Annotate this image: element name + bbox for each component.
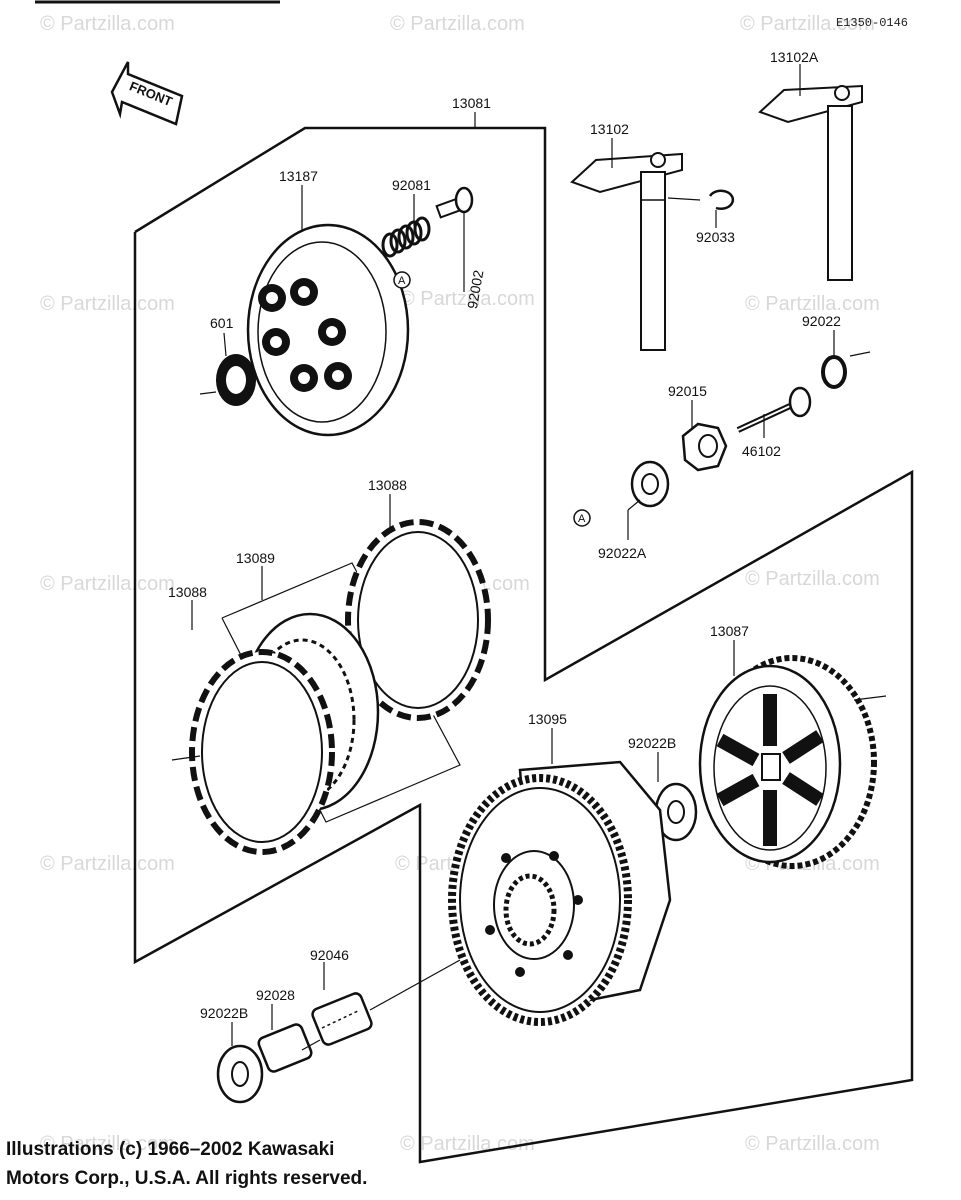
part-label-92022: 92022 <box>802 313 841 329</box>
part-label-92015: 92015 <box>668 383 707 399</box>
part-label-13087: 13087 <box>710 623 749 639</box>
friction-plate <box>189 649 335 855</box>
watermark: © Partzilla.com <box>400 288 535 310</box>
bolt <box>435 186 474 219</box>
leader-lines <box>171 64 887 1051</box>
watermark: © Partzilla.com <box>40 573 175 595</box>
watermark: © Partzilla.com <box>745 1133 880 1155</box>
marker-a-text: A <box>578 513 586 525</box>
part-label-13081: 13081 <box>452 95 491 111</box>
copyright-notice: Illustrations (c) 1966–2002 Kawasaki Mot… <box>6 1135 367 1193</box>
watermark: © Partzilla.com <box>40 13 175 35</box>
reference-marker-a: A <box>573 509 591 527</box>
part-label-92002: 92002 <box>464 269 487 310</box>
friction-plate <box>345 519 491 721</box>
marker-a-text: A <box>398 275 406 287</box>
watermark: © Partzilla.com <box>745 293 880 315</box>
part-label-92022a: 92022A <box>598 545 647 561</box>
circlip <box>708 189 735 211</box>
upper-assembly-outline <box>133 126 914 1164</box>
part-label-13095: 13095 <box>528 711 567 727</box>
part-labels: 13081 13187 92081 92002 601 13102 13102A… <box>168 49 841 1021</box>
sleeve <box>257 1023 313 1073</box>
part-label-13088: 13088 <box>168 584 207 600</box>
release-lever-alt <box>758 84 863 281</box>
diagram-code: E1350-0146 <box>836 16 908 30</box>
nut <box>681 422 728 472</box>
reference-marker-a: A <box>393 271 411 289</box>
part-label-92033: 92033 <box>696 229 735 245</box>
part-label-92028: 92028 <box>256 987 295 1003</box>
watermark: © Partzilla.com <box>740 13 875 35</box>
part-label-92046: 92046 <box>310 947 349 963</box>
bearing <box>216 354 256 406</box>
clutch-spring <box>381 216 431 258</box>
front-arrow-icon: FRONT <box>110 61 184 126</box>
watermark: © Partzilla.com <box>40 1133 175 1155</box>
lock-washer <box>630 460 670 508</box>
release-lever <box>570 152 683 351</box>
part-label-13187: 13187 <box>279 168 318 184</box>
part-label-13088: 13088 <box>368 477 407 493</box>
copyright-line-1: Illustrations (c) 1966–2002 Kawasaki <box>6 1139 335 1160</box>
pressure-plate <box>246 223 410 437</box>
watermark: © Partzilla.com <box>40 293 175 315</box>
part-label-13089: 13089 <box>236 550 275 566</box>
part-label-92022b: 92022B <box>628 735 676 751</box>
washer <box>821 355 847 389</box>
part-label-92022b: 92022B <box>200 1005 248 1021</box>
thrust-washer <box>654 782 698 842</box>
part-label-92081: 92081 <box>392 177 431 193</box>
adjusting-screw <box>736 386 812 433</box>
copyright-line-2: Motors Corp., U.S.A. All rights reserved… <box>6 1168 368 1189</box>
watermark: © Partzilla.com <box>40 853 175 875</box>
part-label-46102: 46102 <box>742 443 781 459</box>
thrust-washer-lower <box>216 1044 264 1104</box>
clutch-housing <box>448 760 672 1026</box>
clutch-hub <box>698 655 877 869</box>
watermark: © Partzilla.com <box>390 13 525 35</box>
part-label-601: 601 <box>210 315 234 331</box>
needle-bearing <box>311 992 373 1046</box>
watermark: © Partzilla.com <box>745 568 880 590</box>
part-label-13102: 13102 <box>590 121 629 137</box>
part-label-13102a: 13102A <box>770 49 819 65</box>
